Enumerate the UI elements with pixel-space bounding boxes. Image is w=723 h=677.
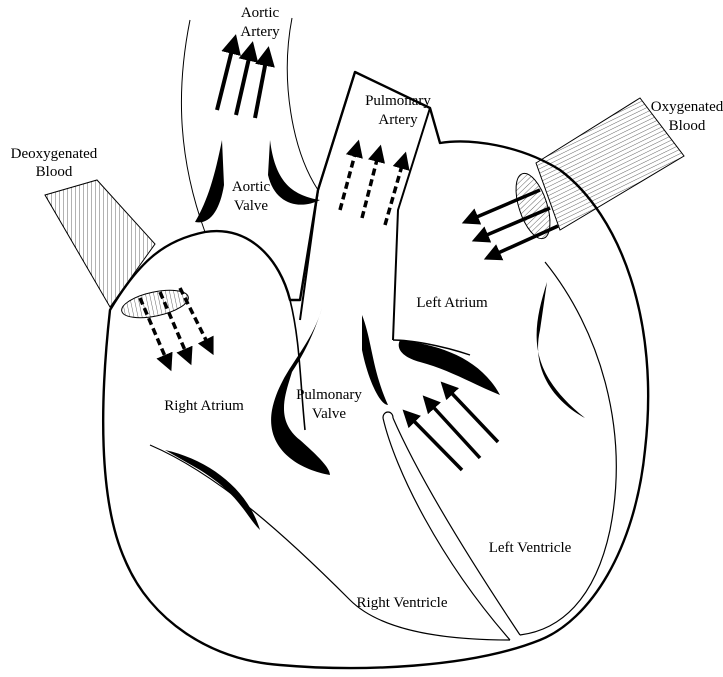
chamber-walls [150,262,616,640]
pulmonary-artery-label-line2: Artery [378,112,418,128]
right-atrium-label: Right Atrium [164,398,244,414]
oxygenated-blood-label-line2: Blood [669,118,706,134]
pulmonary-flow-arrows [340,143,405,225]
aortic-valve-label-line2: Valve [234,198,268,214]
aortic-valve-label-line1: Aortic [232,179,271,195]
tricuspid-valve-leaflet [165,450,260,530]
pulmonary-arrow-3 [385,155,405,225]
pulmonary-valve-label-line2: Valve [312,406,346,422]
pulmonary-valve-label-line1: Pulmonary [296,387,362,403]
pulmonary-arrow-1 [340,143,358,210]
aortic-arrow-2 [236,45,252,115]
pulmonary-arrow-2 [362,148,380,218]
aortic-arrow-1 [217,38,235,110]
pulmonary-valve-leaflet-right [362,315,388,405]
aortic-flow-arrows [217,38,268,118]
aortic-arrow-3 [255,50,268,118]
oxygenated-vessel [536,98,684,230]
aortic-valve-leaflet-right [268,140,320,205]
left-ventricle-label: Left Ventricle [489,540,572,556]
aortic-valve-leaflet-left [195,140,224,222]
lv-arrow-3 [443,384,498,442]
pulmonary-artery-label-line1: Pulmonary [365,93,431,109]
labels: Aortic Artery Pulmonary Artery Oxygenate… [11,5,723,611]
lv-arrow-2 [425,398,480,458]
deoxygenated-vessel [45,180,155,307]
aortic-artery-label-line2: Artery [240,24,280,40]
right-ventricle-label: Right Ventricle [357,595,448,611]
left-ventricle-flow-arrows [405,384,498,470]
aortic-artery-label-line1: Aortic [241,5,280,21]
oxygenated-blood-label-line1: Oxygenated [651,99,723,115]
left-atrium-label: Left Atrium [416,295,488,311]
deoxygenated-blood-label-line1: Deoxygenated [11,146,98,162]
left-ventricle-leaflet [537,282,585,418]
deoxygenated-blood-label-line2: Blood [36,164,73,180]
